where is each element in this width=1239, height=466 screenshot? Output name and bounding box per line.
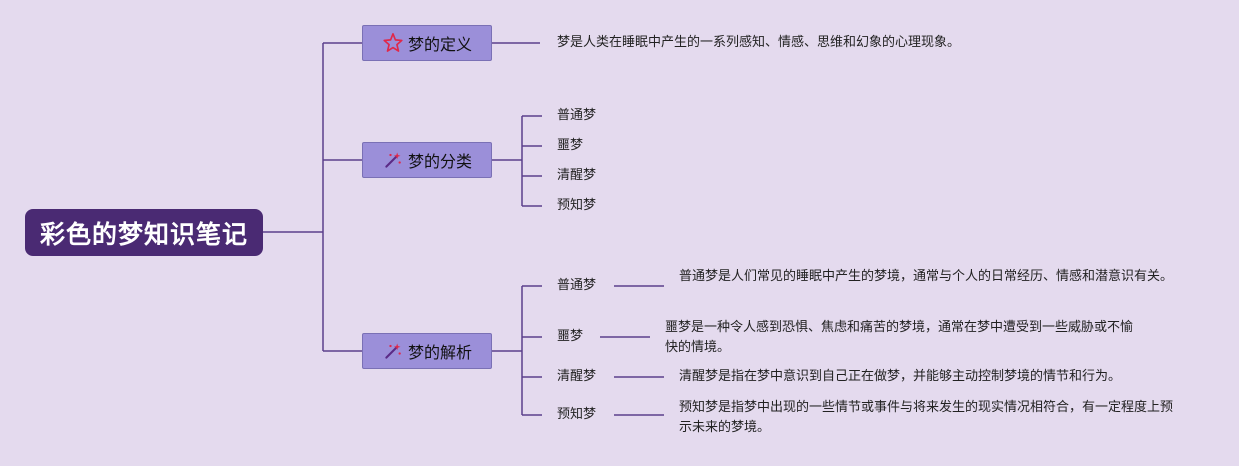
analysis-item-desc: 清醒梦是指在梦中意识到自己正在做梦，并能够主动控制梦境的情节和行为。: [679, 369, 1122, 384]
root-node[interactable]: 彩色的梦知识笔记: [25, 209, 263, 256]
analysis-item-desc: 噩梦是一种令人感到恐惧、焦虑和痛苦的梦境，通常在梦中遭受到一些威胁或不愉快的情境…: [665, 320, 1134, 355]
analysis-item-label[interactable]: 普通梦: [557, 278, 597, 293]
magic-wand-icon: [382, 149, 404, 171]
classification-item[interactable]: 清醒梦: [557, 168, 597, 183]
classification-item[interactable]: 预知梦: [557, 198, 597, 213]
analysis-item-label[interactable]: 噩梦: [557, 329, 584, 344]
root-title: 彩色的梦知识笔记: [39, 219, 248, 249]
analysis-item-desc: 普通梦是人们常见的睡眠中产生的梦境，通常与个人的日常经历、情感和潜意识有关。: [679, 269, 1174, 284]
definition-text: 梦是人类在睡眠中产生的一系列感知、情感、思维和幻象的心理现象。: [557, 35, 961, 50]
classification-item[interactable]: 噩梦: [557, 138, 584, 153]
branch-classification[interactable]: 梦的分类: [362, 142, 492, 178]
analysis-item-desc: 预知梦是指梦中出现的一些情节或事件与将来发生的现实情况相符合，有一定程度上预示未…: [679, 400, 1174, 435]
branch-analysis[interactable]: 梦的解析: [362, 333, 492, 369]
star-icon: [382, 32, 404, 54]
branch-definition[interactable]: 梦的定义: [362, 25, 492, 61]
branch-title: 梦的解析: [407, 343, 472, 362]
branch-title: 梦的分类: [407, 152, 472, 171]
analysis-item-label[interactable]: 预知梦: [557, 407, 597, 422]
analysis-item-label[interactable]: 清醒梦: [557, 369, 597, 384]
branch-title: 梦的定义: [407, 35, 472, 54]
classification-item[interactable]: 普通梦: [557, 108, 597, 123]
magic-wand-icon: [382, 340, 404, 362]
